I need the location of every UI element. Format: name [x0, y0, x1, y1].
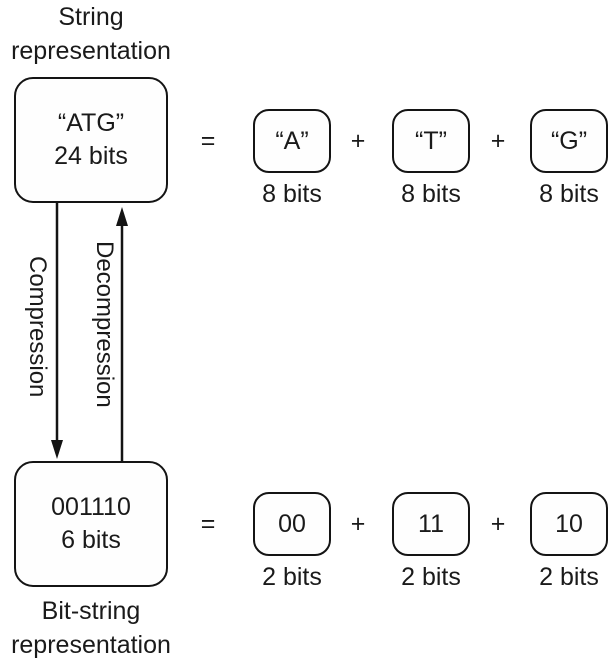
bits-label-a: 8 bits	[262, 180, 322, 208]
bit-string-representation-title-line2: representation	[11, 631, 171, 659]
bits-label-t: 8 bits	[401, 180, 461, 208]
bit-box-10: 10	[530, 492, 608, 556]
string-representation-title: String representation	[3, 0, 179, 68]
string-box-value: “ATG”	[57, 109, 125, 137]
equals-sign-top: =	[200, 127, 216, 155]
compression-label: Compression	[24, 256, 51, 398]
bit-string-representation-title-line1: Bit-string	[41, 597, 141, 625]
compression-arrow-icon	[51, 203, 63, 459]
string-representation-title-line1: String	[58, 3, 124, 31]
plus-sign-bottom-1: +	[350, 510, 366, 538]
bit-string-box: 001110 6 bits	[14, 461, 168, 587]
char-box-t-value: “T”	[415, 126, 447, 155]
bit-string-box-value: 001110	[51, 493, 131, 521]
bits-label-g: 8 bits	[539, 180, 599, 208]
string-box-bits: 24 bits	[54, 142, 128, 170]
bit-box-00-value: 00	[278, 509, 306, 538]
bit-string-representation-title: Bit-string representation	[3, 594, 179, 662]
equals-sign-bottom: =	[200, 510, 216, 538]
char-box-a: “A”	[253, 109, 331, 173]
decompression-arrow-icon	[116, 207, 128, 462]
char-box-g: “G”	[530, 109, 608, 173]
plus-sign-top-2: +	[490, 127, 506, 155]
string-representation-title-line2: representation	[11, 37, 171, 65]
bit-box-00: 00	[253, 492, 331, 556]
string-box: “ATG” 24 bits	[14, 77, 168, 203]
plus-sign-bottom-2: +	[490, 510, 506, 538]
bits-label-11: 2 bits	[401, 563, 461, 591]
bit-box-10-value: 10	[555, 509, 583, 538]
bits-label-00: 2 bits	[262, 563, 322, 591]
bit-box-11: 11	[392, 492, 470, 556]
plus-sign-top-1: +	[350, 127, 366, 155]
bit-string-box-bits: 6 bits	[61, 526, 121, 554]
bit-box-11-value: 11	[418, 509, 444, 538]
char-box-t: “T”	[392, 109, 470, 173]
decompression-label: Decompression	[91, 241, 118, 408]
arrows-canvas	[51, 203, 128, 462]
char-box-a-value: “A”	[275, 126, 309, 155]
char-box-g-value: “G”	[550, 126, 588, 155]
bits-label-10: 2 bits	[539, 563, 599, 591]
